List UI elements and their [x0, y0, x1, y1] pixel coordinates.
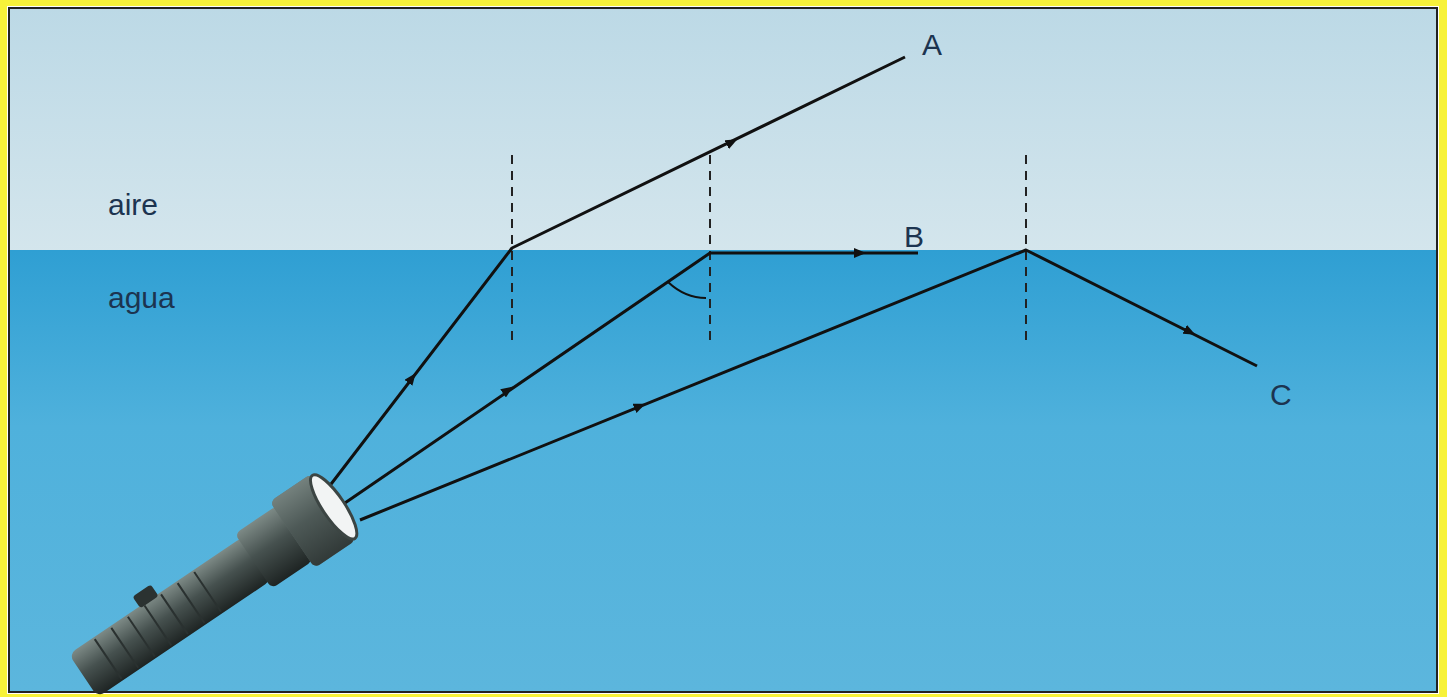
ray-label: C — [1270, 380, 1292, 410]
ray-label: B — [904, 222, 924, 252]
ray-label: A — [922, 30, 942, 60]
medium-label: aire — [108, 190, 158, 220]
medium-label: agua — [108, 283, 175, 313]
